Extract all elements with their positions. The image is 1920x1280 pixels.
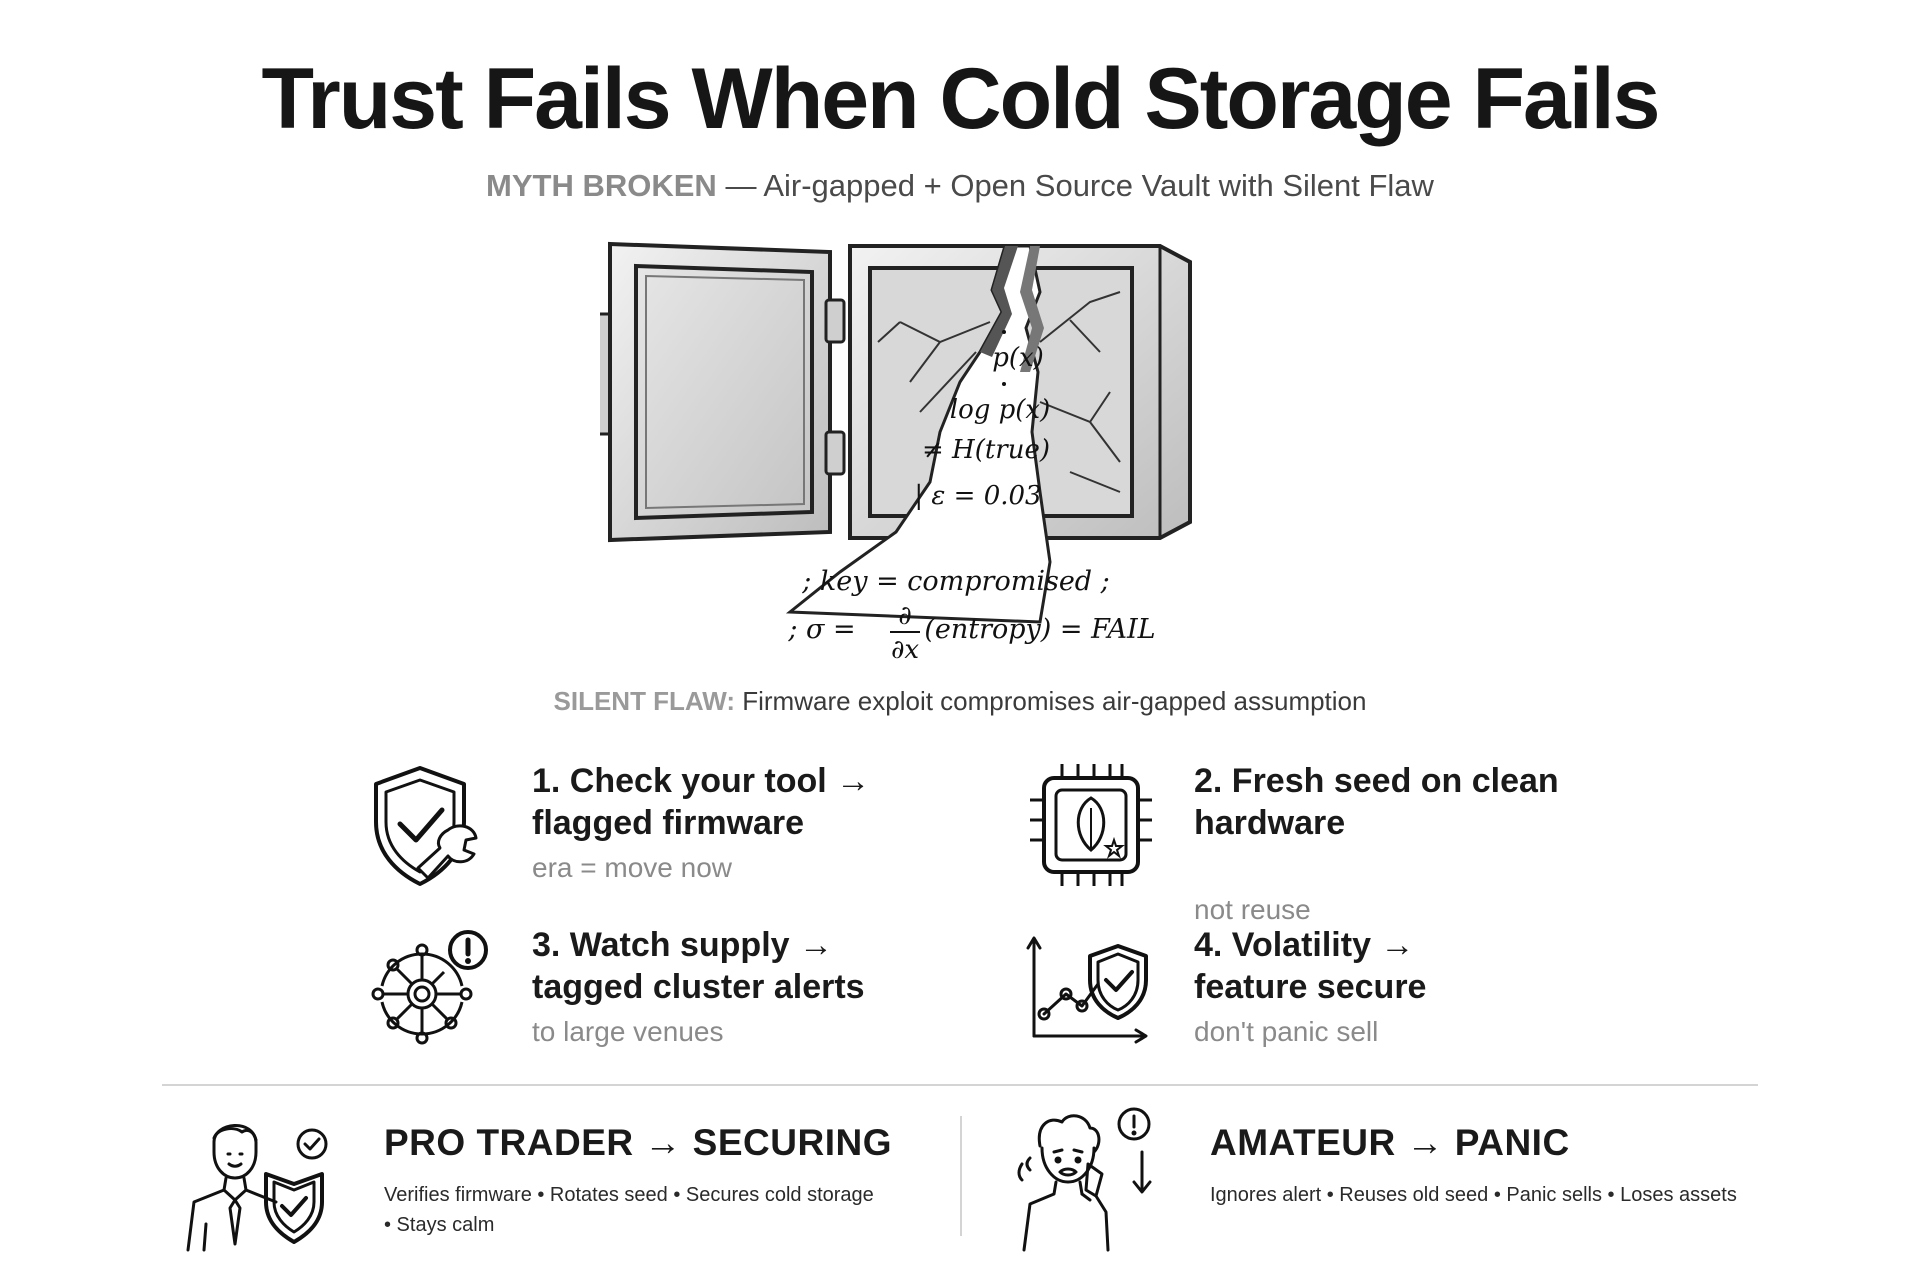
persona-amateur: AMATEUR → PANIC Ignores alert • Reuses o… [1010,1104,1770,1254]
pro-trader-actions-2: • Stays calm [384,1214,495,1236]
step-4-title: 4. Volatility → [1194,926,1415,964]
formula-sigma-num: ∂ [898,601,911,631]
chip-leaf-icon [1030,764,1152,886]
persona-pro-trader: PRO TRADER → SECURING Verifies firmware … [184,1104,944,1254]
silent-flaw-tag: SILENT FLAW: [553,686,736,716]
formula-sigma-den: ∂x [891,635,919,665]
step-3-sub: to large venues [532,1016,724,1047]
worried-person-phone-icon [1017,1107,1152,1252]
page-title: Trust Fails When Cold Storage Fails [261,51,1661,147]
businessman-shield-icon [186,1124,328,1252]
formula-epsilon: | ε = 0.03 [914,481,1041,511]
step-2: 2. Fresh seed on clean hardware not reus… [1026,760,1646,925]
vault-door [600,241,846,543]
silent-flaw-text: Firmware exploit compromises air-gapped … [735,686,1367,716]
myth-broken-tag: MYTH BROKEN [486,168,717,203]
formula-sigma-right: (entropy) = FAIL [924,614,1155,645]
pro-trader-title: PRO TRADER → SECURING [384,1122,892,1163]
silent-flaw-caption: SILENT FLAW: Firmware exploit compromise… [0,686,1920,717]
step-1: 1. Check your tool → flagged firmware er… [364,760,984,900]
amateur-title: AMATEUR → PANIC [1210,1122,1570,1163]
formula-p: p(x) [992,343,1044,373]
formula-key: ; key = compromised ; [801,566,1110,597]
step-3: 3. Watch supply → tagged cluster alerts … [364,924,984,1064]
step-3-title: 3. Watch supply → [532,926,834,964]
formula-logp: log p(x) [950,395,1050,425]
step-2-sub: not reuse [1194,894,1311,925]
formula-neq-h: ≠ H(true) [922,435,1050,465]
step-4-title-2: feature secure [1194,968,1427,1006]
step-4: 4. Volatility → feature secure don't pan… [1026,924,1646,1064]
shield-wrench-icon [374,766,478,886]
step-1-title: 1. Check your tool → [532,762,871,800]
broken-vault-illustration: p(x) log p(x) ≠ H(true) | ε = 0.03 ; key… [600,241,1192,665]
network-alert-icon [371,930,488,1045]
step-2-title: 2. Fresh seed on clean hardware [1194,762,1559,842]
step-4-sub: don't panic sell [1194,1016,1379,1047]
vault-body [785,244,1192,624]
amateur-actions: Ignores alert • Reuses old seed • Panic … [1210,1184,1737,1206]
step-1-sub: era = move now [532,852,732,883]
entropy-formulas: p(x) log p(x) ≠ H(true) | ε = 0.03 ; key… [787,330,1156,665]
formula-sigma-left: ; σ = [787,614,855,645]
subtitle: MYTH BROKEN — Air-gapped + Open Source V… [0,168,1920,204]
step-1-title-2: flagged firmware [532,804,805,842]
chart-shield-icon [1026,936,1148,1044]
step-3-title-2: tagged cluster alerts [532,968,865,1006]
pro-trader-actions: Verifies firmware • Rotates seed • Secur… [384,1184,874,1206]
subtitle-text: — Air-gapped + Open Source Vault with Si… [716,168,1434,203]
persona-divider [960,1116,962,1236]
section-divider [162,1084,1758,1086]
